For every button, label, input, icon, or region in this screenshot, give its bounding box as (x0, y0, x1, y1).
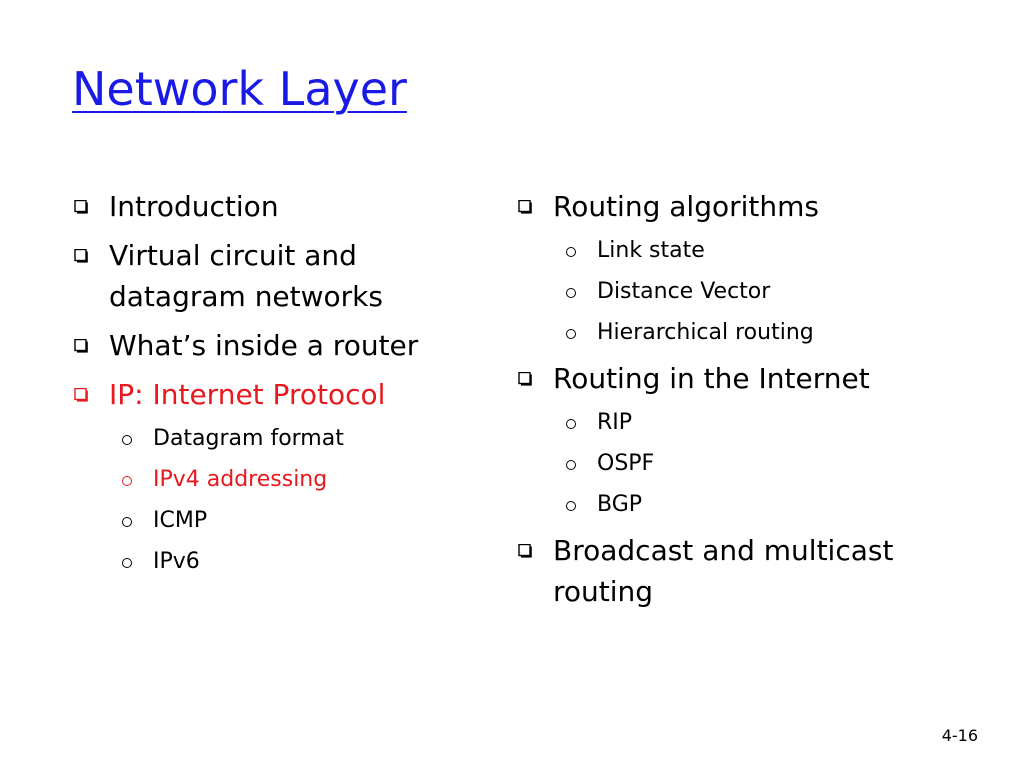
sub-bullet-item: Hierarchical routing (516, 317, 936, 349)
circle-bullet-icon (122, 476, 132, 486)
sub-bullet-item: RIP (516, 407, 936, 439)
sub-bullet-item: Link state (516, 235, 936, 267)
box-bullet-icon (518, 544, 532, 558)
sub-bullet-item: ICMP (72, 505, 492, 537)
circle-bullet-icon (122, 435, 132, 445)
circle-bullet-icon (122, 558, 132, 568)
right-column: Routing algorithms Link state Distance V… (516, 186, 936, 620)
sub-bullet-item: Distance Vector (516, 276, 936, 308)
bullet-label: Routing in the Internet (553, 362, 870, 395)
circle-bullet-icon (566, 460, 576, 470)
sub-bullet-item-highlighted: IPv4 addressing (72, 464, 492, 496)
bullet-item: What’s inside a router (72, 325, 492, 366)
sub-bullet-item: OSPF (516, 448, 936, 480)
bullet-label: Virtual circuit and datagram networks (109, 239, 383, 313)
sub-bullet-label: IPv4 addressing (153, 467, 328, 492)
bullet-item: Broadcast and multicast routing (516, 530, 936, 612)
box-bullet-icon (74, 200, 88, 214)
sub-bullet-label: Datagram format (153, 426, 344, 451)
sub-bullet-label: ICMP (153, 508, 208, 533)
sub-bullet-item: IPv6 (72, 546, 492, 578)
sub-bullet-item: Datagram format (72, 423, 492, 455)
box-bullet-icon (74, 339, 88, 353)
bullet-label: IP: Internet Protocol (109, 378, 386, 411)
circle-bullet-icon (566, 329, 576, 339)
bullet-item-highlighted: IP: Internet Protocol (72, 374, 492, 415)
slide-title: Network Layer (72, 62, 407, 116)
circle-bullet-icon (566, 501, 576, 511)
sub-bullet-label: BGP (597, 492, 643, 517)
left-column: Introduction Virtual circuit and datagra… (72, 186, 492, 587)
bullet-item: Virtual circuit and datagram networks (72, 235, 492, 317)
sub-bullet-label: OSPF (597, 451, 655, 476)
bullet-item: Introduction (72, 186, 492, 227)
circle-bullet-icon (122, 517, 132, 527)
bullet-item: Routing algorithms (516, 186, 936, 227)
sub-bullet-label: IPv6 (153, 549, 200, 574)
bullet-label: Routing algorithms (553, 190, 819, 223)
bullet-label: Broadcast and multicast routing (553, 534, 894, 608)
bullet-item: Routing in the Internet (516, 358, 936, 399)
circle-bullet-icon (566, 288, 576, 298)
sub-bullet-label: Distance Vector (597, 279, 771, 304)
box-bullet-icon (518, 200, 532, 214)
box-bullet-icon (518, 372, 532, 386)
bullet-label: Introduction (109, 190, 279, 223)
bullet-label: What’s inside a router (109, 329, 419, 362)
sub-bullet-item: BGP (516, 489, 936, 521)
circle-bullet-icon (566, 247, 576, 257)
box-bullet-icon (74, 388, 88, 402)
page-number: 4-16 (941, 726, 978, 745)
sub-bullet-label: Hierarchical routing (597, 320, 814, 345)
box-bullet-icon (74, 249, 88, 263)
sub-bullet-label: Link state (597, 238, 705, 263)
circle-bullet-icon (566, 419, 576, 429)
sub-bullet-label: RIP (597, 410, 633, 435)
